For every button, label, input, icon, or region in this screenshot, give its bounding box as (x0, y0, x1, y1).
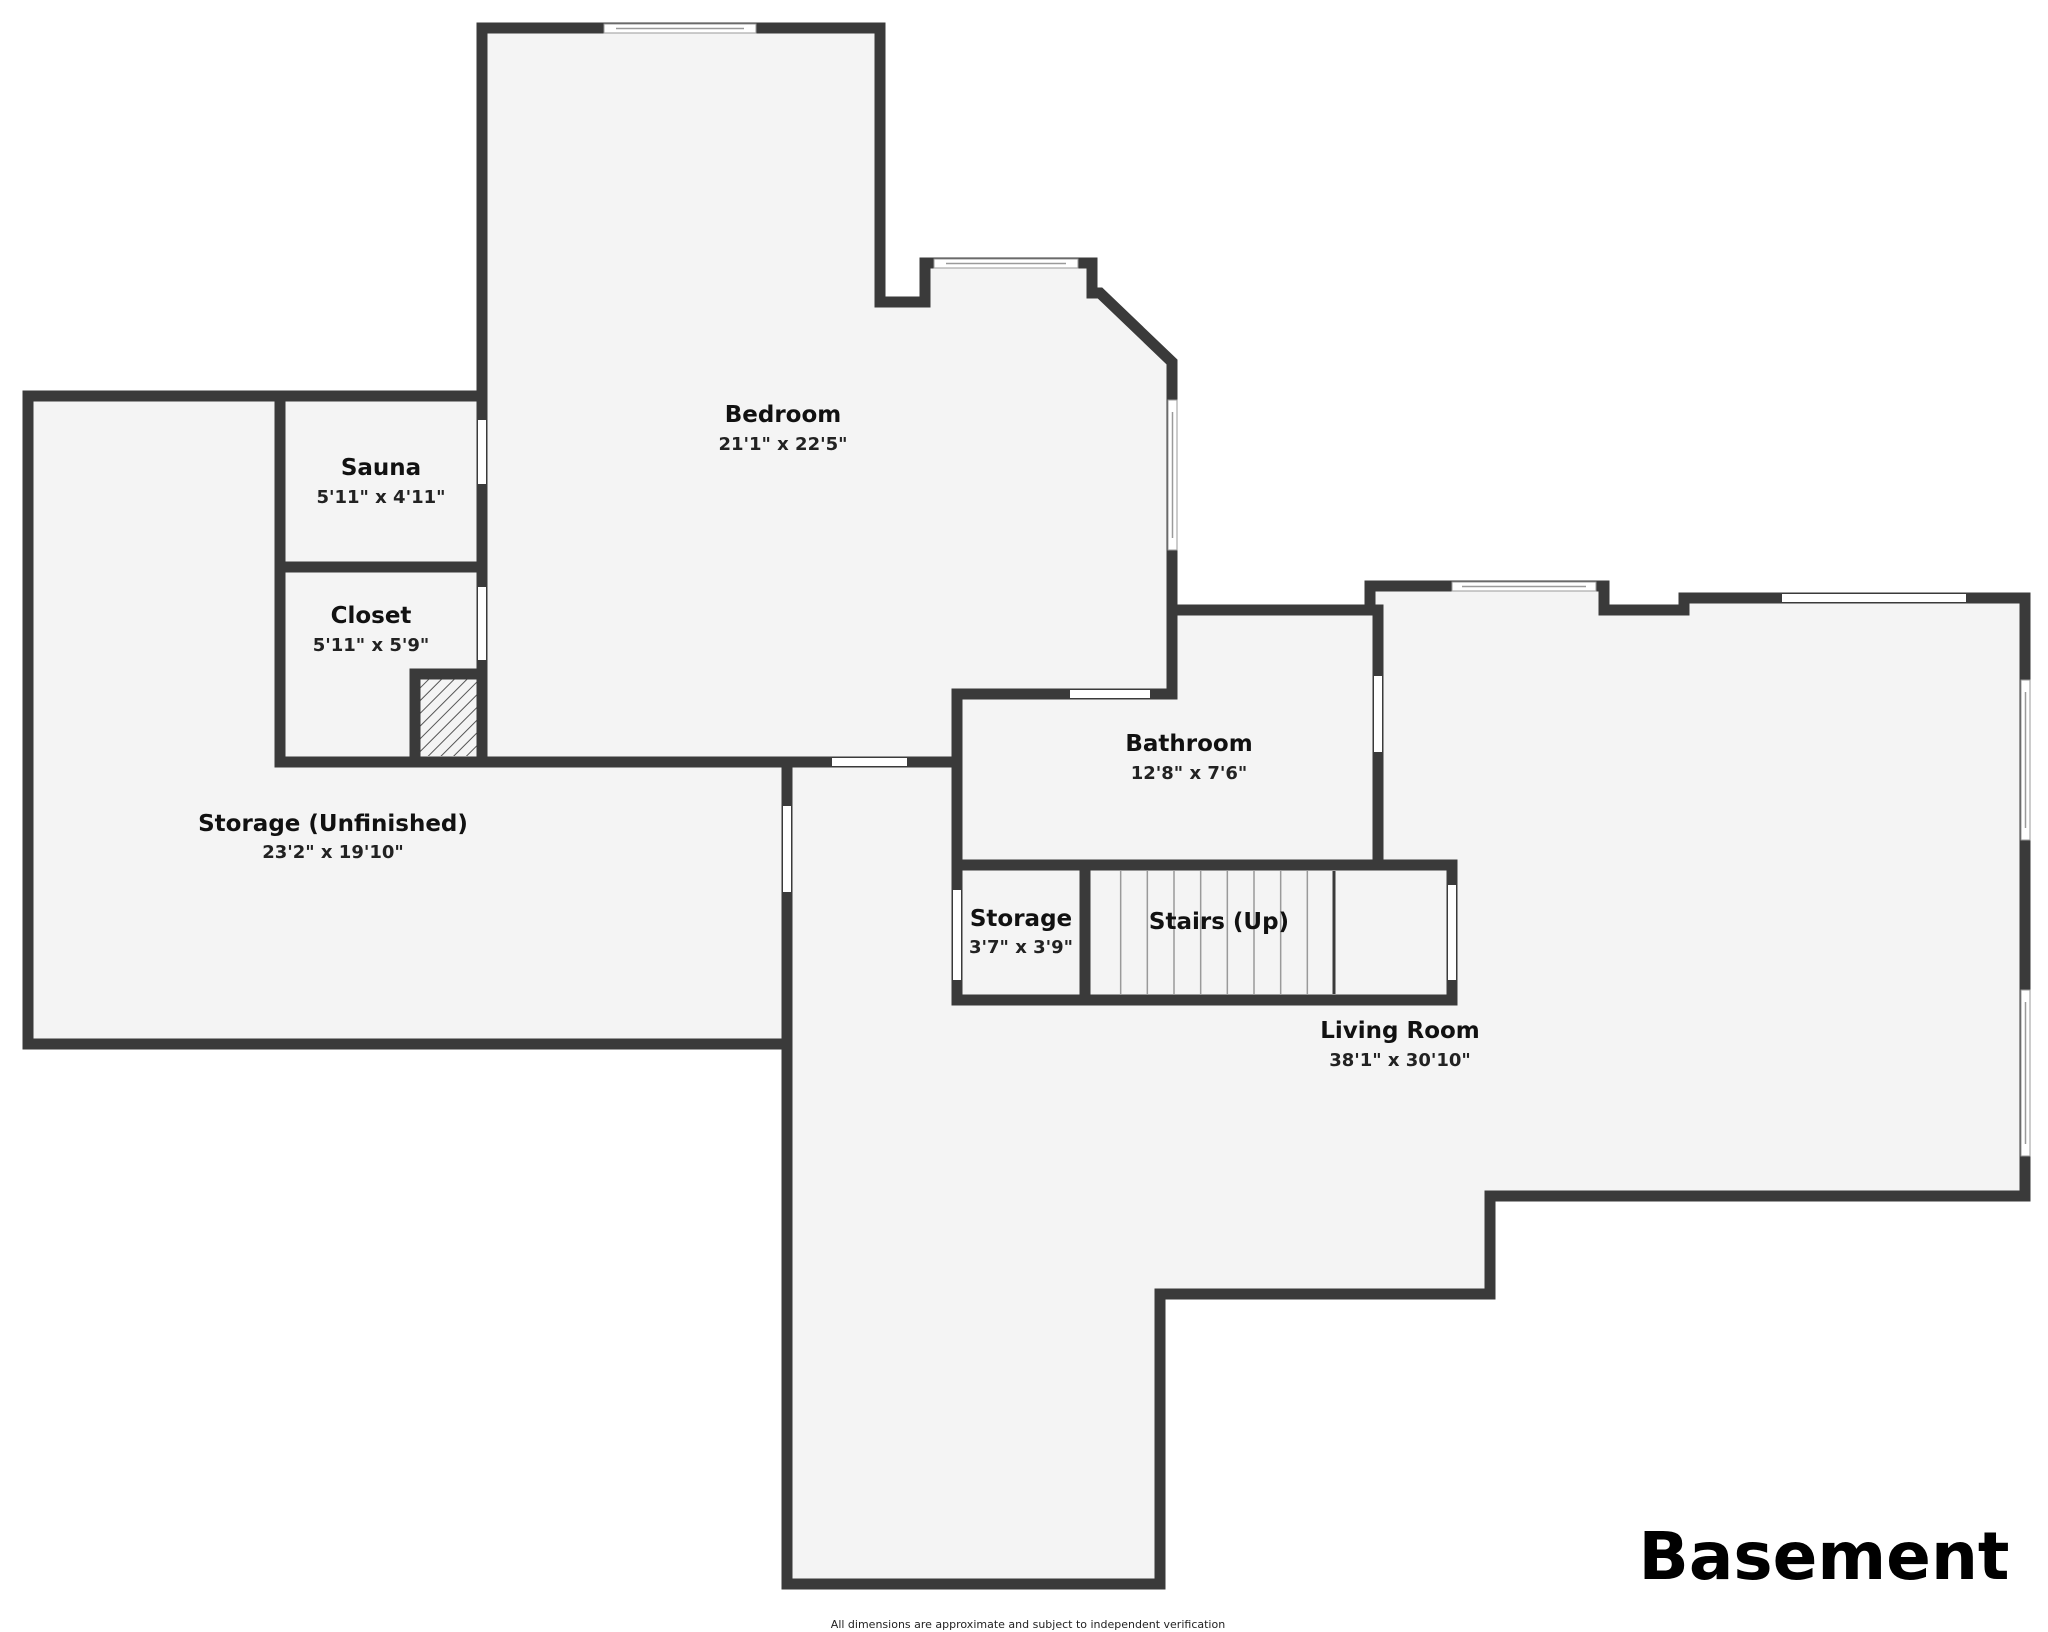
storage-small-name: Storage (970, 906, 1072, 932)
window-bedroom-right (1167, 399, 1178, 551)
living-room-dims: 38'1" x 30'10" (1329, 1050, 1471, 1071)
bathroom-name: Bathroom (1125, 731, 1252, 757)
living-room-name: Living Room (1320, 1018, 1480, 1044)
storage-unfinished-name: Storage (Unfinished) (198, 811, 468, 837)
living-room-wall-top (781, 580, 2031, 1590)
stairs-name: Stairs (Up) (1149, 909, 1289, 935)
bedroom-dims: 21'1" x 22'5" (718, 434, 847, 455)
window-bedroom-bay (933, 258, 1079, 269)
floor-title: Basement (1639, 1518, 2010, 1595)
closet-name: Closet (331, 603, 412, 629)
storage-small-dims: 3'7" x 3'9" (969, 937, 1073, 958)
doorways (478, 420, 1966, 980)
window-living-top (1451, 581, 1597, 592)
sauna-name: Sauna (341, 455, 421, 481)
bedroom-wall-lower-right (951, 594, 1178, 700)
bathroom-dims: 12'8" x 7'6" (1131, 763, 1248, 784)
bedroom-name: Bedroom (725, 402, 842, 428)
storage-unfinished-dims: 23'2" x 19'10" (262, 842, 404, 863)
stair-treads (1119, 871, 1309, 994)
chimney-block (415, 674, 477, 756)
sauna-dims: 5'11" x 4'11" (316, 487, 445, 508)
room-labels: Bedroom 21'1" x 22'5" Sauna 5'11" x 4'11… (198, 402, 1480, 1071)
window-living-right-upper (2020, 679, 2031, 841)
disclaimer: All dimensions are approximate and subje… (831, 1618, 1225, 1631)
chimney-block-wall (409, 668, 488, 768)
window-bedroom-top (603, 23, 757, 34)
storage-unfinished-wall (22, 390, 793, 1050)
windows (603, 23, 2031, 1157)
window-living-right-lower (2020, 989, 2031, 1157)
closet-dims: 5'11" x 5'9" (313, 635, 430, 656)
